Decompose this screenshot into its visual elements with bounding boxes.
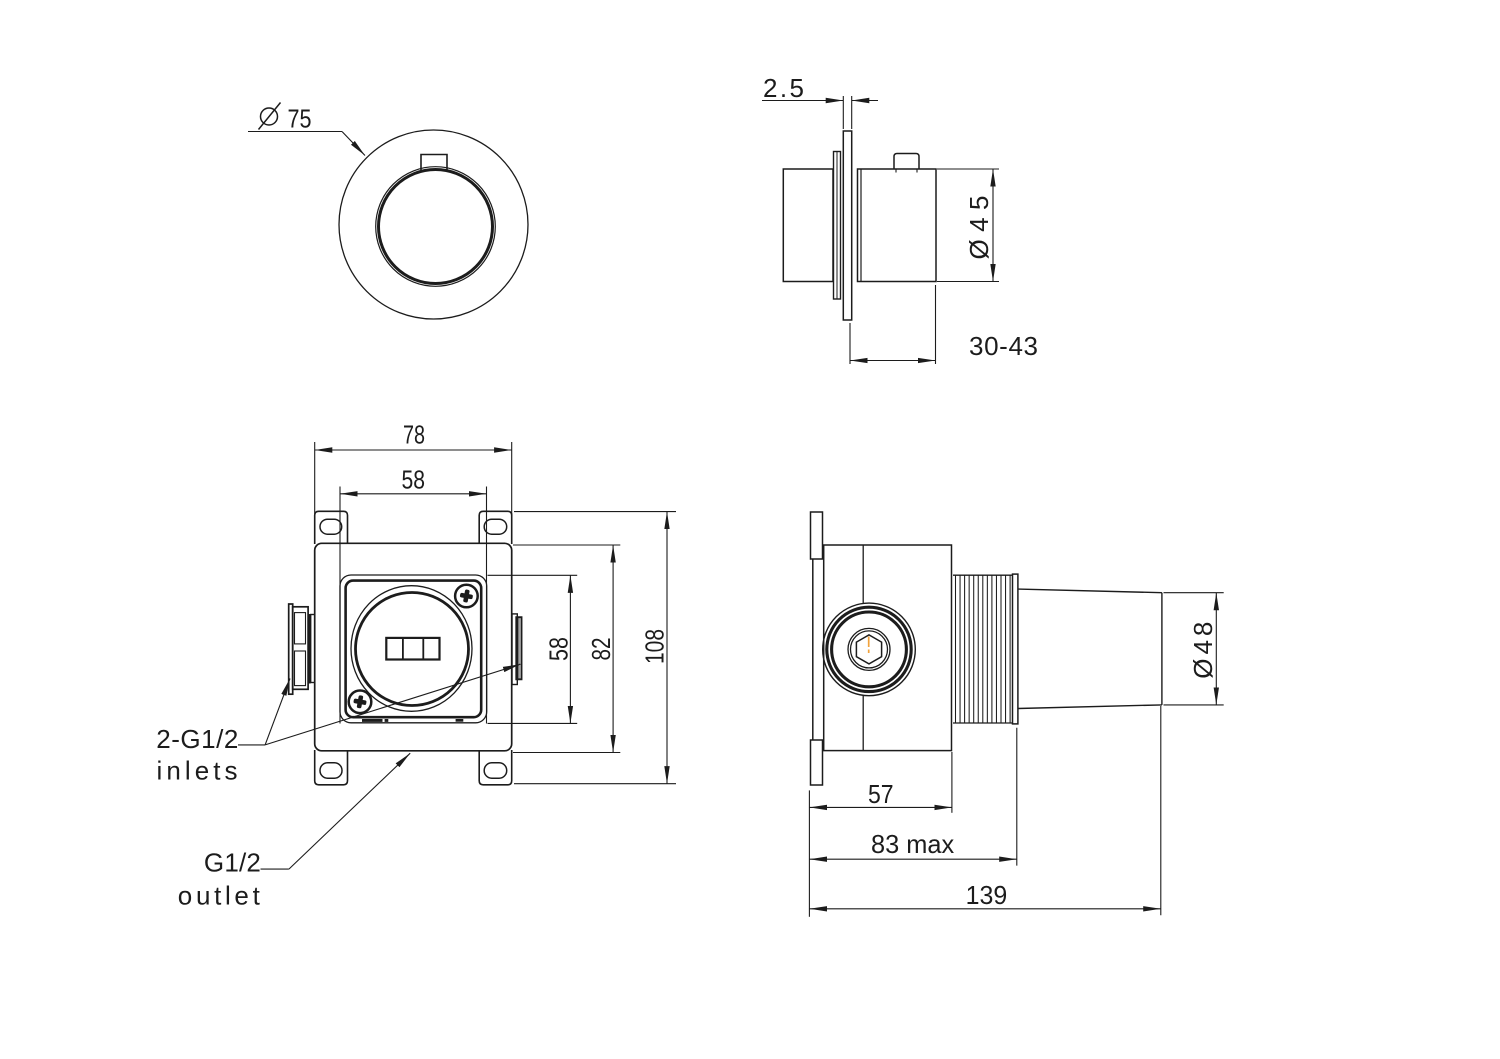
svg-text:30-43: 30-43 [969,331,1038,361]
svg-text:108: 108 [640,629,670,664]
svg-text:Ø48: Ø48 [1188,622,1218,679]
svg-text:57: 57 [868,779,894,809]
svg-text:75: 75 [288,104,312,134]
svg-text:58: 58 [402,464,426,494]
svg-text:2-G1/2: 2-G1/2 [156,724,238,754]
svg-text:Ø45: Ø45 [964,196,994,260]
svg-text:G1/2: G1/2 [204,847,261,877]
svg-text:inlets: inlets [157,756,238,786]
svg-text:78: 78 [403,420,425,450]
svg-text:83 max: 83 max [871,829,954,859]
svg-text:58: 58 [544,637,574,661]
svg-text:139: 139 [966,880,1008,910]
svg-text:82: 82 [586,638,616,661]
svg-text:outlet: outlet [178,880,261,910]
svg-text:2.5: 2.5 [763,73,804,103]
